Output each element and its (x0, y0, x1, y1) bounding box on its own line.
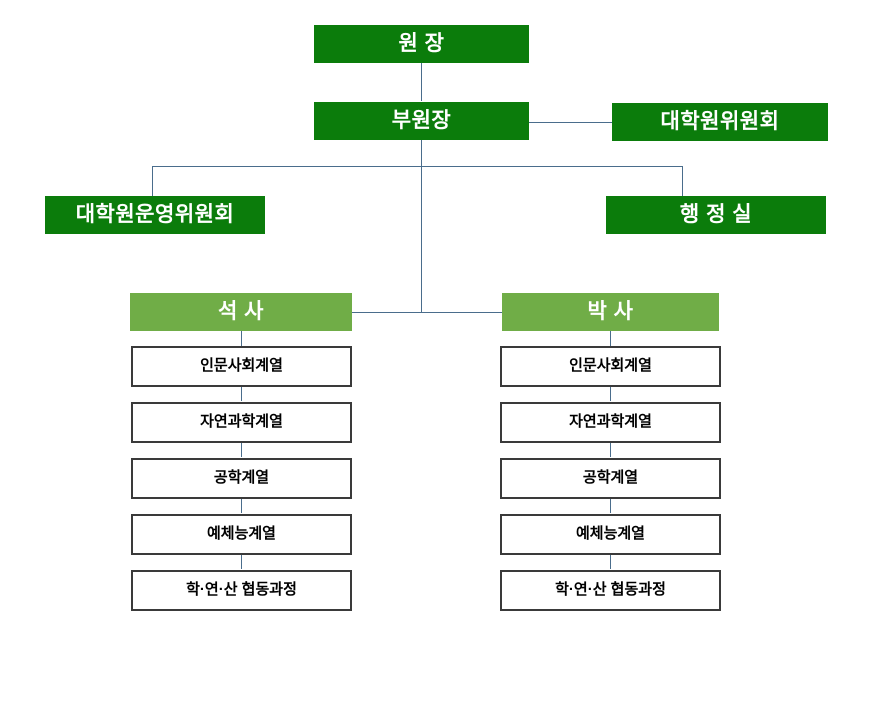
connector-branch-bar (152, 166, 682, 167)
node-admin-office[interactable]: 행 정 실 (606, 196, 826, 234)
connector-doctorate-stem-4 (610, 499, 611, 513)
node-operating-committee[interactable]: 대학원운영위원회 (45, 196, 265, 234)
connector-masters-stem-5 (241, 555, 242, 569)
connector-branch-to-operating-committee (152, 166, 153, 196)
connector-doctorate-stem-2 (610, 387, 611, 401)
connector-vice-director-down (421, 139, 422, 166)
node-graduate-committee[interactable]: 대학원위원회 (612, 103, 828, 141)
doctorate-program-box[interactable]: 학·연·산 협동과정 (500, 570, 721, 611)
connector-director-to-vice-director (421, 62, 422, 101)
doctorate-program-box[interactable]: 인문사회계열 (500, 346, 721, 387)
masters-program-box[interactable]: 자연과학계열 (131, 402, 352, 443)
connector-doctorate-stem-3 (610, 443, 611, 457)
connector-vice-director-to-graduate-committee (529, 122, 612, 123)
connector-doctorate-stem-5 (610, 555, 611, 569)
node-director[interactable]: 원 장 (314, 25, 529, 63)
connector-center-spine (421, 166, 422, 313)
connector-masters-doctorate-bar (352, 312, 502, 313)
connector-masters-stem-2 (241, 387, 242, 401)
masters-program-box[interactable]: 학·연·산 협동과정 (131, 570, 352, 611)
connector-doctorate-stem-1 (610, 331, 611, 346)
node-vice-director[interactable]: 부원장 (314, 102, 529, 140)
masters-program-box[interactable]: 공학계열 (131, 458, 352, 499)
connector-masters-stem-1 (241, 331, 242, 346)
doctorate-program-box[interactable]: 공학계열 (500, 458, 721, 499)
connector-masters-stem-3 (241, 443, 242, 457)
masters-program-box[interactable]: 예체능계열 (131, 514, 352, 555)
connector-branch-to-admin-office (682, 166, 683, 196)
connector-masters-stem-4 (241, 499, 242, 513)
node-masters[interactable]: 석 사 (130, 293, 352, 331)
doctorate-program-box[interactable]: 예체능계열 (500, 514, 721, 555)
doctorate-program-box[interactable]: 자연과학계열 (500, 402, 721, 443)
masters-program-box[interactable]: 인문사회계열 (131, 346, 352, 387)
node-doctorate[interactable]: 박 사 (502, 293, 719, 331)
